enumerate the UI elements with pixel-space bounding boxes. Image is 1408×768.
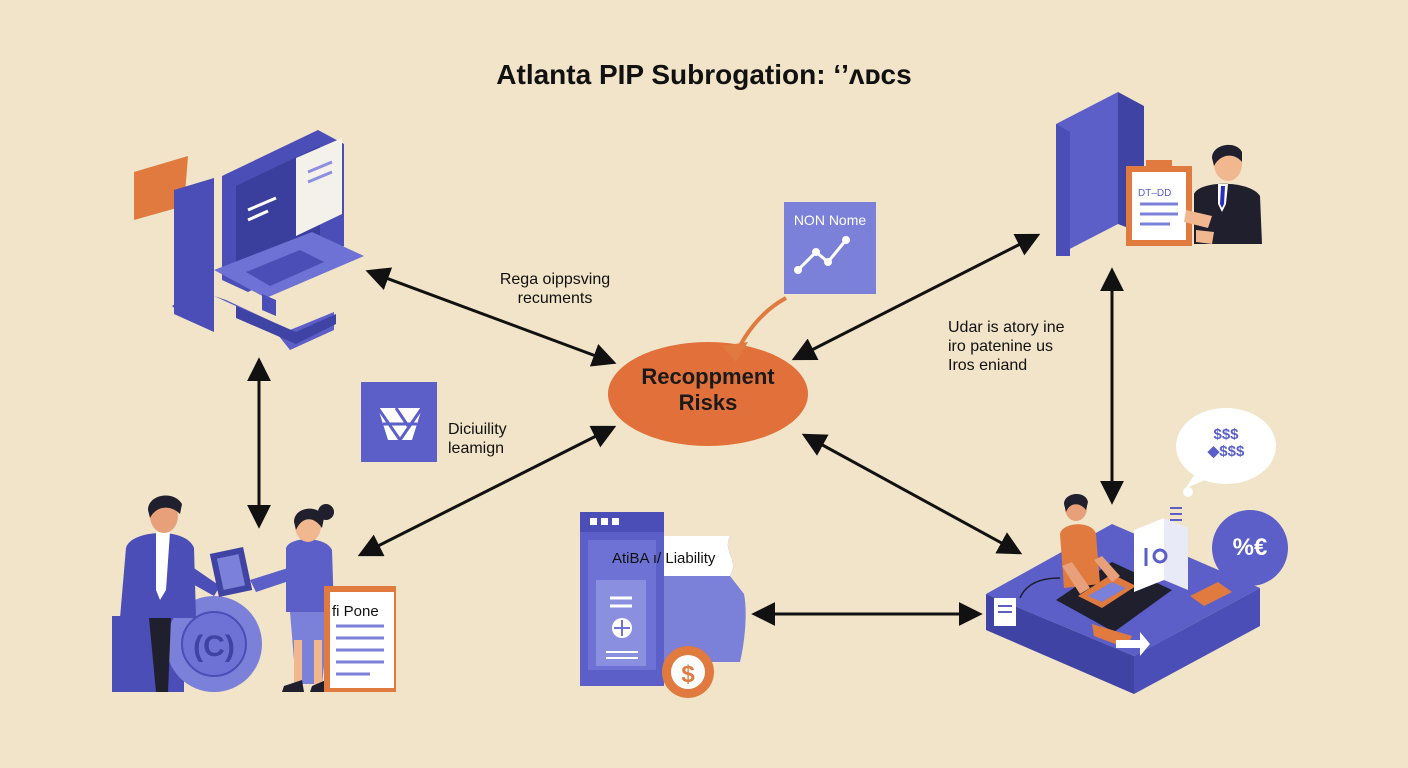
hub-ellipse xyxy=(608,342,808,446)
non-none-card-label: NON Nome xyxy=(793,212,867,228)
computer-arrow-label-line2: recuments xyxy=(517,290,593,308)
diciuility-label-line2: leamign xyxy=(448,440,505,458)
diciuility-label: Diciuility leamign xyxy=(448,420,507,458)
computer-arrow-label: Rega oippsving recuments xyxy=(486,270,624,308)
connector-arrows xyxy=(247,233,1124,626)
right-arrow-label-line2: iro patenine us xyxy=(948,338,1053,356)
liability-doc-label: AtiBA ı/ Liability xyxy=(612,550,716,567)
speech-bubble-line1: $$$ xyxy=(1213,426,1239,443)
right-arrow-label-line3: Iros eniand xyxy=(948,357,1028,375)
arrow-computer-to-hub xyxy=(365,267,617,367)
arrow-hub-to-lawyer xyxy=(791,233,1041,361)
computer-illustration xyxy=(134,130,364,350)
curved-pointer-head xyxy=(722,342,748,362)
people-illustration: (C) xyxy=(112,495,396,692)
lawyer-doc-label: DT–DD xyxy=(1138,188,1172,199)
non-none-card xyxy=(784,202,876,294)
hub-label-line1: Recoppment xyxy=(641,364,775,389)
arrow-hub-to-desk xyxy=(801,433,1023,555)
speech-bubble-line2: ◆$$$ xyxy=(1207,443,1245,461)
svg-text:$: $ xyxy=(681,661,695,688)
speech-bubble-text: $$$ ◆$$$ xyxy=(1198,426,1254,461)
hub-label-line2: Risks xyxy=(678,390,738,416)
diciuility-card xyxy=(361,382,437,462)
right-arrow-label: Udar is atory ine iro patenine us Iros e… xyxy=(948,318,1065,376)
percent-badge-text: %€ xyxy=(1232,534,1268,561)
right-arrow-label-line1: Udar is atory ine xyxy=(948,319,1065,336)
binder-lawyer-illustration xyxy=(1056,92,1262,256)
phone-doc-label: fi Pone xyxy=(332,603,379,620)
diagram-title: Atlanta PIP Subrogation: ‘’ʌᴅᴄs xyxy=(496,59,912,90)
svg-text:(C): (C) xyxy=(193,630,235,663)
computer-arrow-label-line1: Rega oippsving xyxy=(499,271,611,288)
hub-label: Recoppment Risks xyxy=(608,364,808,417)
diciuility-label-line1: Diciuility xyxy=(448,421,507,438)
arrow-hub-to-people xyxy=(357,425,617,557)
phone-liability-illustration: $ xyxy=(580,512,746,698)
desk-worker-illustration xyxy=(986,408,1288,694)
